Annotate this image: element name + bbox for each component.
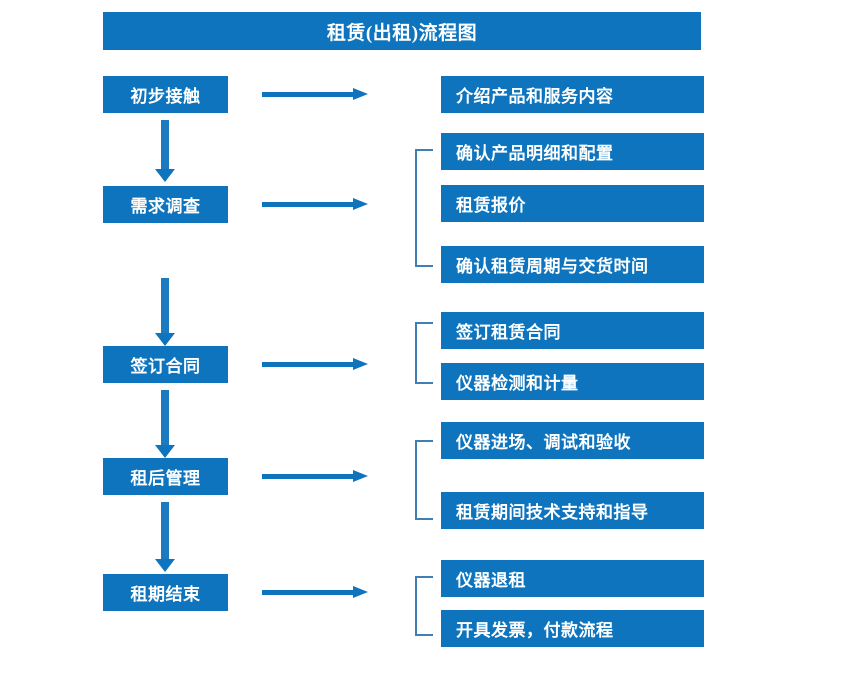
step-arrow-post-rental-management xyxy=(262,469,368,483)
grouping-bracket-sign-contract xyxy=(415,322,433,384)
flow-arrow-3-to-4 xyxy=(155,390,175,458)
stage-box-rental-end[interactable]: 租期结束 xyxy=(103,574,228,611)
arrow-head xyxy=(353,358,368,370)
detail-box-instrument-return[interactable]: 仪器退租 xyxy=(441,560,704,597)
arrow-shaft xyxy=(262,92,354,97)
detail-box-instrument-entry-commissioning[interactable]: 仪器进场、调试和验收 xyxy=(441,422,704,459)
detail-box-invoice-payment[interactable]: 开具发票，付款流程 xyxy=(441,610,704,647)
step-arrow-initial-contact xyxy=(262,87,368,101)
arrow-shaft xyxy=(262,590,354,595)
stage-box-initial-contact[interactable]: 初步接触 xyxy=(103,76,228,113)
step-arrow-rental-end xyxy=(262,585,368,599)
flow-arrow-4-to-5 xyxy=(155,502,175,572)
detail-box-instrument-inspection[interactable]: 仪器检测和计量 xyxy=(441,363,704,400)
detail-box-confirm-product-spec[interactable]: 确认产品明细和配置 xyxy=(441,133,704,170)
detail-box-confirm-period-delivery[interactable]: 确认租赁周期与交货时间 xyxy=(441,246,704,283)
grouping-bracket-needs-survey xyxy=(415,149,433,267)
arrow-head xyxy=(155,559,175,572)
stage-box-needs-survey[interactable]: 需求调查 xyxy=(103,186,228,223)
arrow-head xyxy=(155,333,175,346)
arrow-shaft xyxy=(161,390,169,445)
detail-box-sign-rental-contract[interactable]: 签订租赁合同 xyxy=(441,312,704,349)
arrow-shaft xyxy=(262,362,354,367)
step-arrow-sign-contract xyxy=(262,357,368,371)
detail-box-intro-products[interactable]: 介绍产品和服务内容 xyxy=(441,76,704,113)
arrow-head xyxy=(353,586,368,598)
grouping-bracket-post-rental-management xyxy=(415,440,433,520)
arrow-shaft xyxy=(161,278,169,333)
arrow-shaft xyxy=(262,474,354,479)
arrow-shaft xyxy=(262,202,354,207)
chart-title: 租赁(出租)流程图 xyxy=(103,12,701,50)
step-arrow-needs-survey xyxy=(262,197,368,211)
arrow-head xyxy=(353,470,368,482)
flow-arrow-1-to-2 xyxy=(155,120,175,182)
arrow-head xyxy=(155,169,175,182)
stage-box-sign-contract[interactable]: 签订合同 xyxy=(103,346,228,383)
flow-arrow-2-to-3 xyxy=(155,278,175,346)
arrow-shaft xyxy=(161,120,169,169)
detail-box-rental-quote[interactable]: 租赁报价 xyxy=(441,185,704,222)
arrow-head xyxy=(155,445,175,458)
stage-box-post-rental-management[interactable]: 租后管理 xyxy=(103,458,228,495)
arrow-head xyxy=(353,88,368,100)
arrow-head xyxy=(353,198,368,210)
arrow-shaft xyxy=(161,502,169,559)
grouping-bracket-rental-end xyxy=(415,576,433,636)
detail-box-technical-support[interactable]: 租赁期间技术支持和指导 xyxy=(441,492,704,529)
